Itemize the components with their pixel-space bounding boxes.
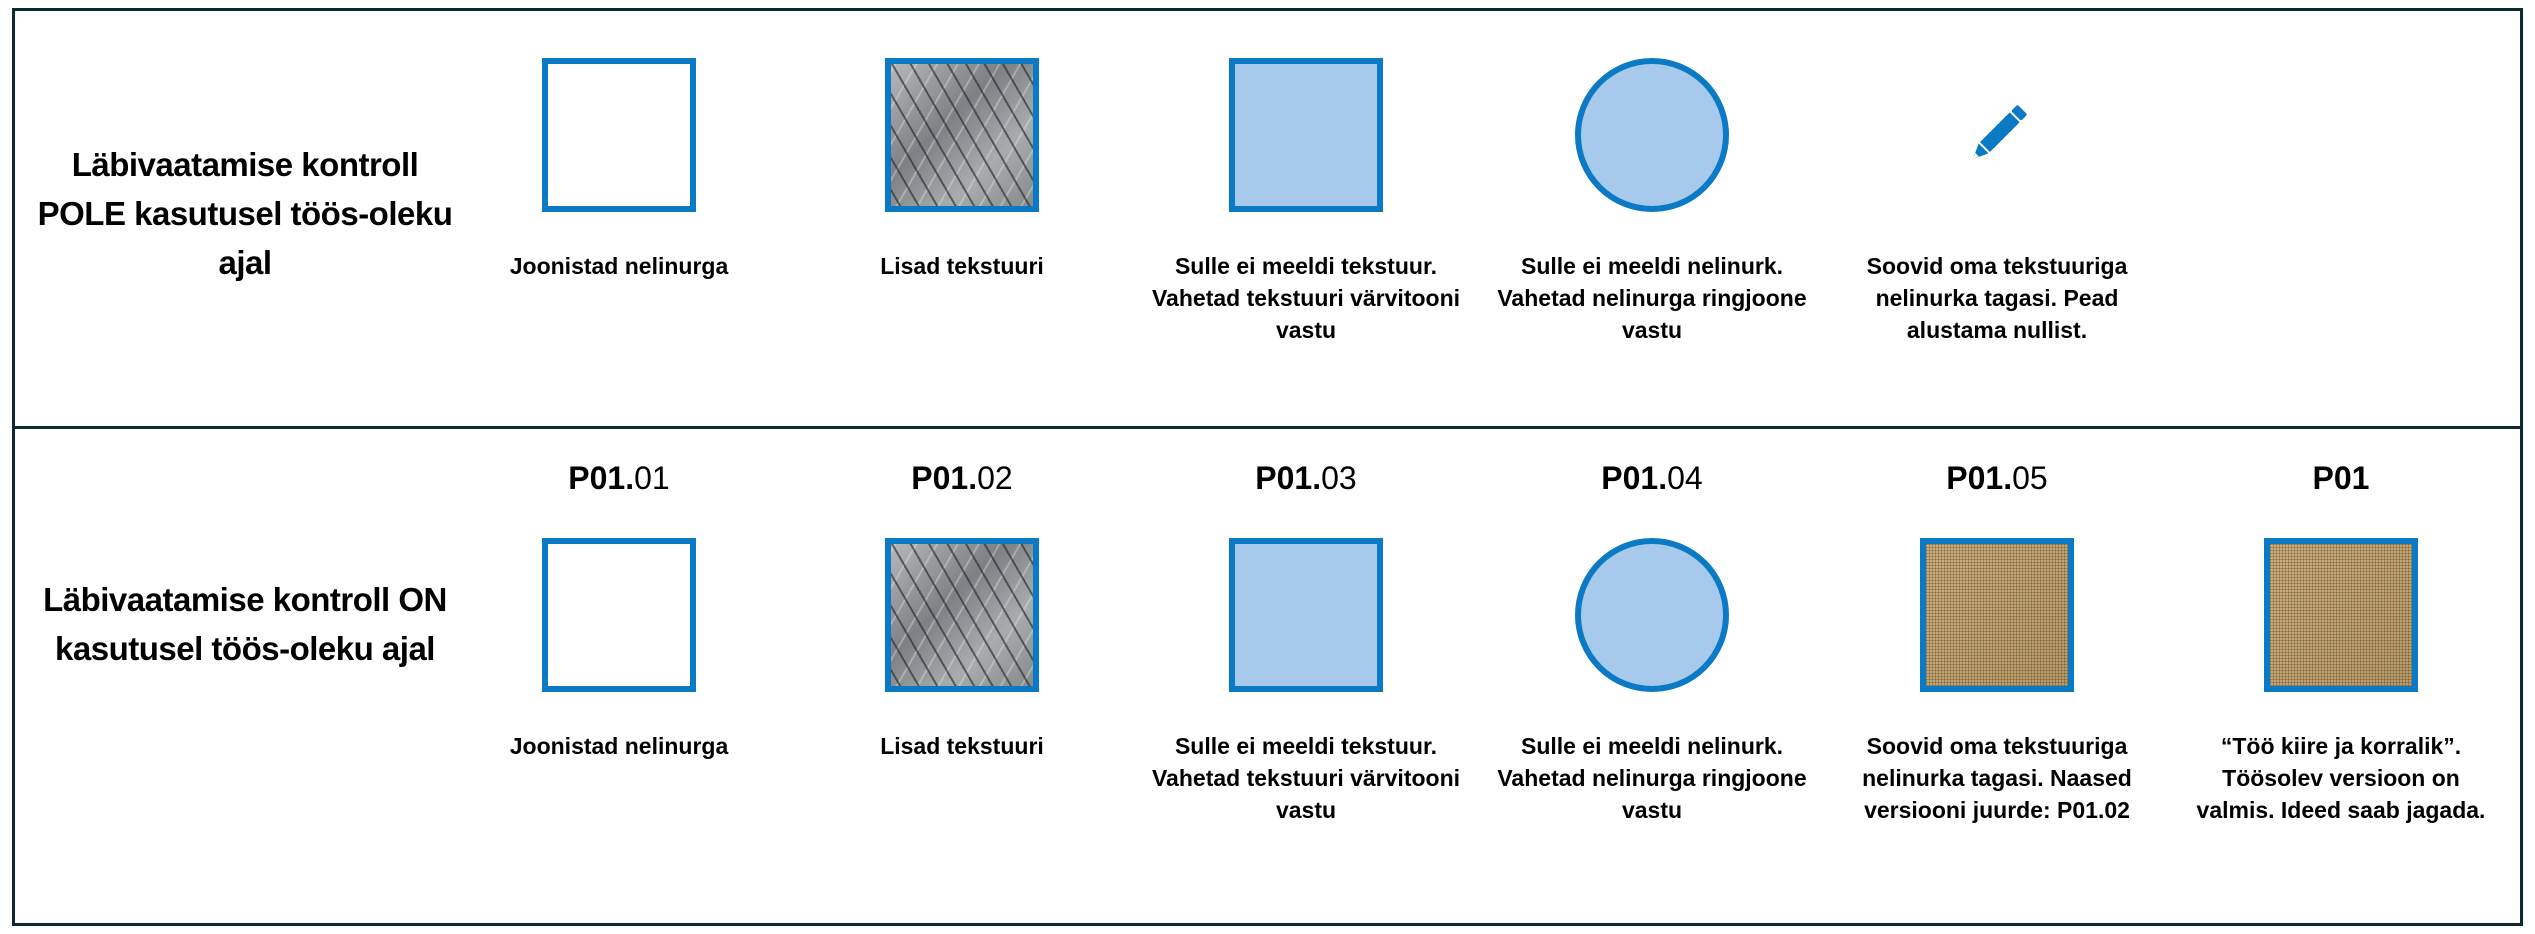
empty-rectangle-shape — [542, 538, 696, 692]
step-add-texture: Lisad tekstuuri — [802, 58, 1122, 282]
burlap-texture-rectangle-shape — [2264, 538, 2418, 692]
step-draw-rectangle: Joonistad nelinurga — [459, 58, 779, 282]
row-label-without-review: Läbivaatamise kontroll POLE kasutusel tö… — [37, 146, 453, 281]
blue-circle-shape — [1575, 538, 1729, 692]
metal-texture-rectangle-shape — [885, 58, 1039, 212]
version-code: P01 — [2312, 460, 2370, 496]
step-change-color: Sulle ei meeldi tekstuur. Vahetad tekstu… — [1146, 58, 1466, 346]
version-code: P01.01 — [568, 460, 670, 496]
blue-circle-shape — [1575, 58, 1729, 212]
version-code: P01.05 — [1946, 460, 2048, 496]
version-p01-final: P01 “Töö kiire ja korralik”. Töösolev ve… — [2181, 458, 2501, 826]
empty-rectangle-shape — [542, 58, 696, 212]
pencil-icon — [1920, 58, 2074, 212]
step-caption: Soovid oma tekstuuriga nelinurka tagasi.… — [1866, 253, 2128, 343]
step-caption: Joonistad nelinurga — [509, 253, 729, 279]
version-p01-05: P01.05 Soovid oma tekstuuriga nelinurka … — [1837, 458, 2157, 826]
step-caption: Joonistad nelinurga — [509, 733, 729, 759]
step-caption: Lisad tekstuuri — [880, 733, 1044, 759]
version-p01-01: P01.01 Joonistad nelinurga — [459, 458, 779, 762]
step-caption: Sulle ei meeldi nelinurk. Vahetad nelinu… — [1497, 253, 1807, 343]
step-change-to-circle: Sulle ei meeldi nelinurk. Vahetad nelinu… — [1492, 58, 1812, 346]
burlap-texture-rectangle-shape — [1920, 538, 2074, 692]
step-caption: Sulle ei meeldi nelinurk. Vahetad nelinu… — [1497, 733, 1807, 823]
blue-rectangle-shape — [1229, 58, 1383, 212]
step-caption: Lisad tekstuuri — [880, 253, 1044, 279]
row-label-with-review: Läbivaatamise kontroll ON kasutusel töös… — [43, 581, 447, 667]
step-caption: “Töö kiire ja korralik”. Töösolev versio… — [2196, 733, 2486, 823]
version-p01-02: P01.02 Lisad tekstuuri — [802, 458, 1122, 762]
step-caption: Sulle ei meeldi tekstuur. Vahetad tekstu… — [1151, 253, 1461, 343]
blue-rectangle-shape — [1229, 538, 1383, 692]
step-caption: Sulle ei meeldi tekstuur. Vahetad tekstu… — [1151, 733, 1461, 823]
version-code: P01.04 — [1601, 460, 1703, 496]
version-p01-04: P01.04 Sulle ei meeldi nelinurk. Vahetad… — [1492, 458, 1812, 826]
step-start-over: Soovid oma tekstuuriga nelinurka tagasi.… — [1837, 58, 2157, 346]
version-code: P01.02 — [911, 460, 1013, 496]
diagram-frame — [12, 8, 2523, 926]
version-p01-03: P01.03 Sulle ei meeldi tekstuur. Vahetad… — [1146, 458, 1466, 826]
row-divider — [12, 426, 2523, 429]
step-caption: Soovid oma tekstuuriga nelinurka tagasi.… — [1862, 733, 2132, 823]
version-code: P01.03 — [1255, 460, 1357, 496]
metal-texture-rectangle-shape — [885, 538, 1039, 692]
